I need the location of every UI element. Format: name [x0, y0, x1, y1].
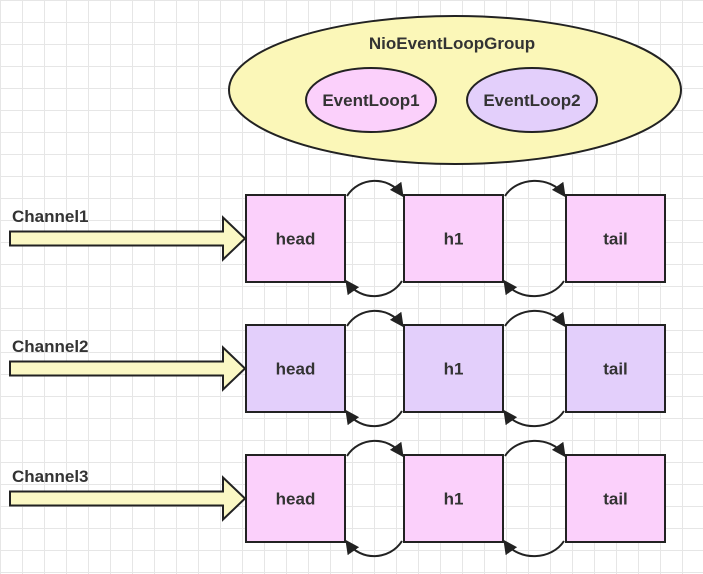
event-loop-2-label: EventLoop2: [483, 91, 580, 110]
handler-label: tail: [603, 230, 628, 249]
handler-label: h1: [444, 490, 464, 509]
group-label: NioEventLoopGroup: [369, 34, 535, 53]
forward-connector: [346, 439, 404, 458]
channel-arrow: [9, 345, 247, 392]
handler-box: [403, 194, 504, 283]
handler-label: tail: [603, 360, 628, 379]
handler-box: [245, 324, 346, 413]
backward-connector: [503, 279, 565, 298]
event-loop-1: EventLoop1: [305, 67, 437, 133]
handler-box: [565, 324, 666, 413]
forward-connector: [346, 309, 404, 328]
handler-label: h1: [444, 230, 464, 249]
forward-connector: [504, 439, 566, 458]
event-loop-1-label: EventLoop1: [322, 91, 419, 110]
handler-box: [565, 194, 666, 283]
channel-row: Channel3 head h1 tail: [9, 439, 666, 558]
handler-box: [403, 454, 504, 543]
forward-connector: [346, 179, 404, 198]
handler-label: h1: [444, 360, 464, 379]
handler-box: [403, 324, 504, 413]
backward-connector: [503, 539, 565, 558]
handler-box: [245, 454, 346, 543]
channel-label: Channel3: [12, 467, 89, 486]
forward-connector: [504, 309, 566, 328]
handler-box: [565, 454, 666, 543]
forward-connector: [504, 179, 566, 198]
channel-label: Channel1: [12, 207, 89, 226]
handler-box: [245, 194, 346, 283]
handler-label: head: [276, 230, 316, 249]
backward-connector: [345, 409, 403, 428]
backward-connector: [345, 279, 403, 298]
handler-label: head: [276, 360, 316, 379]
handler-label: head: [276, 490, 316, 509]
channel-label: Channel2: [12, 337, 89, 356]
channel-row: Channel2 head h1 tail: [9, 309, 666, 428]
handler-label: tail: [603, 490, 628, 509]
channel-arrow: [9, 215, 247, 262]
channel-arrow: [9, 475, 247, 522]
backward-connector: [503, 409, 565, 428]
event-loop-group: NioEventLoopGroup: [228, 15, 682, 165]
channel-row: Channel1 head h1 tail: [9, 179, 666, 298]
event-loop-2: EventLoop2: [466, 67, 598, 133]
backward-connector: [345, 539, 403, 558]
